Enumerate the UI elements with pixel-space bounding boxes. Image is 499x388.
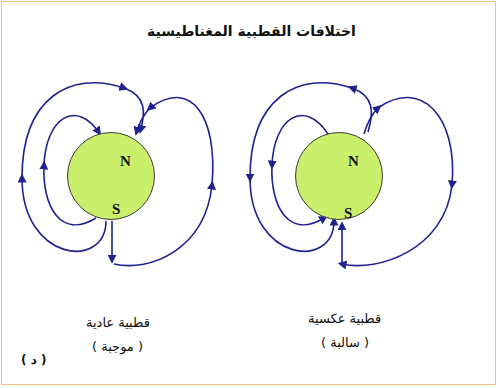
polarity-label: ( موجبة ) [92, 339, 143, 354]
field-line [341, 223, 343, 262]
pole-letter: N [348, 154, 359, 169]
pole-letter: S [344, 206, 352, 221]
planet-circle: NS [67, 132, 155, 220]
diagram-title: اختلافات القطبية المغناطيسية [147, 23, 356, 39]
field-line [111, 221, 113, 262]
pole-letter: N [120, 154, 131, 169]
polarity-label: ( سالبة ) [321, 335, 369, 350]
figure-letter: ( د ) [21, 353, 46, 367]
polarity-label: قطبية عادية [86, 315, 150, 330]
polarity-label: قطبية عكسية [308, 311, 381, 326]
planet-circle: NS [295, 132, 383, 220]
pole-letter: S [112, 202, 120, 217]
